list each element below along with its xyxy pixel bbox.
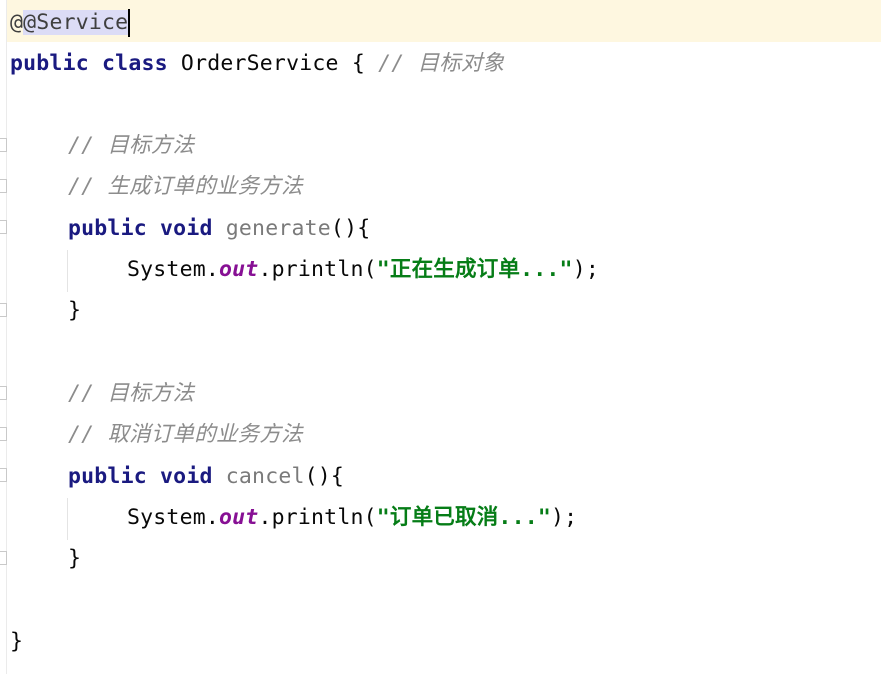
comment-text: 目标方法 [107, 133, 195, 158]
annotation-service: @Service [23, 10, 129, 35]
text-caret [128, 9, 131, 37]
close-brace: } [68, 298, 82, 323]
system-object: System. [127, 257, 220, 282]
fold-marker-icon[interactable] [0, 427, 7, 441]
open-brace: { [351, 51, 365, 76]
system-object: System. [127, 505, 220, 530]
method-name: generate [225, 216, 331, 241]
static-field-out: out [219, 257, 259, 282]
println-call: .println( [258, 257, 377, 282]
fold-marker-icon[interactable] [0, 303, 7, 317]
code-line-7[interactable]: System.out.println("正在生成订单..."); [127, 249, 599, 290]
code-line-8[interactable]: } [68, 290, 81, 331]
code-line-12[interactable]: public void cancel(){ [68, 456, 344, 497]
code-line-2[interactable]: public class OrderService { // 目标对象 [10, 43, 504, 84]
comment-slash: // [68, 381, 95, 406]
fold-marker-icon[interactable] [0, 138, 7, 152]
keyword-public: public [10, 51, 89, 76]
fold-marker-icon[interactable] [0, 551, 7, 565]
code-line-5[interactable]: // 生成订单的业务方法 [68, 166, 303, 207]
code-line-6[interactable]: public void generate(){ [68, 208, 370, 249]
string-quote: " [376, 257, 390, 282]
comment-slash: // [378, 51, 405, 76]
fold-marker-icon[interactable] [0, 468, 7, 482]
comment-slash: // [68, 133, 95, 158]
fold-marker-icon[interactable] [0, 179, 7, 193]
method-signature-tail: (){ [304, 464, 345, 489]
string-quote: " [376, 505, 390, 530]
current-line-highlight [0, 0, 881, 42]
keyword-class: class [102, 51, 168, 76]
statement-end: ); [572, 257, 599, 282]
comment-text: 取消订单的业务方法 [107, 422, 303, 447]
println-call: .println( [258, 505, 377, 530]
code-line-4[interactable]: // 目标方法 [68, 125, 194, 166]
annotation-at: @ [10, 10, 24, 35]
string-literal: 正在生成订单 [389, 257, 521, 282]
code-line-13[interactable]: System.out.println("订单已取消..."); [127, 497, 577, 538]
fold-marker-icon[interactable] [0, 386, 7, 400]
fold-marker-icon[interactable] [0, 220, 7, 234]
comment-slash: // [68, 174, 95, 199]
string-literal: 订单已取消 [389, 505, 499, 530]
code-line-14[interactable]: } [68, 538, 81, 579]
class-close-brace: } [10, 629, 24, 654]
string-tail: ..." [498, 505, 551, 530]
comment-text: 目标对象 [417, 51, 505, 76]
method-signature-tail: (){ [330, 216, 371, 241]
code-line-16[interactable]: } [10, 621, 23, 662]
editor-gutter [0, 0, 7, 674]
code-line-1[interactable]: @@Service [10, 2, 131, 43]
indent-guide [67, 498, 68, 540]
comment-slash: // [68, 422, 95, 447]
comment-text: 目标方法 [107, 381, 195, 406]
keyword-void: void [160, 464, 213, 489]
close-brace: } [68, 546, 82, 571]
keyword-public: public [68, 464, 147, 489]
code-line-10[interactable]: // 目标方法 [68, 373, 194, 414]
code-line-11[interactable]: // 取消订单的业务方法 [68, 414, 303, 455]
static-field-out: out [219, 505, 259, 530]
keyword-void: void [160, 216, 213, 241]
class-name: OrderService [180, 51, 339, 76]
string-tail: ..." [520, 257, 573, 282]
comment-text: 生成订单的业务方法 [107, 174, 303, 199]
statement-end: ); [551, 505, 578, 530]
method-name: cancel [225, 464, 305, 489]
keyword-public: public [68, 216, 147, 241]
indent-guide [67, 250, 68, 292]
